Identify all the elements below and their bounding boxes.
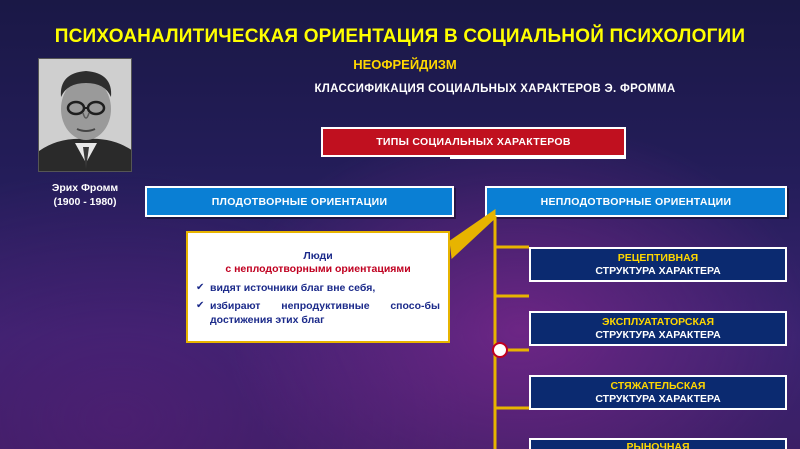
character-type-name: РЕЦЕПТИВНАЯ bbox=[617, 251, 699, 264]
callout-list-item: ✔ избирают непродуктивные спосо-бы достиж… bbox=[196, 299, 440, 327]
slide-title: ПСИХОАНАЛИТИЧЕСКАЯ ОРИЕНТАЦИЯ В СОЦИАЛЬН… bbox=[54, 26, 746, 47]
callout-bullet-text: избирают непродуктивные спосо-бы достиже… bbox=[210, 300, 440, 326]
nonproductive-orientations-box: НЕПЛОДОТВОРНЫЕ ОРИЕНТАЦИИ bbox=[485, 186, 787, 217]
portrait-illustration bbox=[39, 59, 131, 171]
character-type-marketing: РЫНОЧНАЯ bbox=[529, 438, 787, 449]
classification-heading: КЛАССИФИКАЦИЯ СОЦИАЛЬНЫХ ХАРАКТЕРОВ Э. Ф… bbox=[314, 83, 676, 95]
character-type-name: РЫНОЧНАЯ bbox=[626, 441, 690, 449]
callout-list-item: ✔ видят источники благ вне себя, bbox=[196, 281, 440, 295]
productive-orientations-box: ПЛОДОТВОРНЫЕ ОРИЕНТАЦИИ bbox=[145, 186, 454, 217]
callout-box: Люди с неплодотворными ориентациями ✔ вид… bbox=[186, 231, 450, 343]
character-type-sub: СТРУКТУРА ХАРАКТЕРА bbox=[595, 328, 721, 341]
callout-bullet-text: видят источники благ вне себя, bbox=[210, 282, 376, 294]
checkmark-icon: ✔ bbox=[196, 282, 205, 293]
callout-pointer bbox=[449, 209, 496, 260]
portrait-photo bbox=[38, 58, 132, 172]
checkmark-icon: ✔ bbox=[196, 300, 205, 311]
character-type-name: ЭКСПЛУАТАТОРСКАЯ bbox=[601, 315, 715, 328]
types-header-box: ТИПЫ СОЦИАЛЬНЫХ ХАРАКТЕРОВ bbox=[321, 127, 626, 157]
character-type-sub: СТРУКТУРА ХАРАКТЕРА bbox=[595, 392, 721, 405]
character-type-exploitative: ЭКСПЛУАТАТОРСКАЯ СТРУКТУРА ХАРАКТЕРА bbox=[529, 311, 787, 346]
character-type-receptive: РЕЦЕПТИВНАЯ СТРУКТУРА ХАРАКТЕРА bbox=[529, 247, 787, 282]
junction-circle bbox=[492, 342, 508, 358]
character-type-name: СТЯЖАТЕЛЬСКАЯ bbox=[610, 379, 706, 392]
portrait-caption: Эрих Фромм (1900 - 1980) bbox=[30, 181, 140, 209]
portrait-name: Эрих Фромм bbox=[51, 182, 119, 194]
portrait-years: (1900 - 1980) bbox=[53, 196, 117, 208]
callout-heading-2: с неплодотворными ориентациями bbox=[225, 263, 411, 275]
slide-subtitle: НЕОФРЕЙДИЗМ bbox=[353, 57, 457, 72]
callout-list: ✔ видят источники благ вне себя, ✔ избираю… bbox=[196, 281, 440, 327]
character-type-sub: СТРУКТУРА ХАРАКТЕРА bbox=[595, 264, 721, 277]
types-underline bbox=[450, 157, 626, 159]
character-type-hoarding: СТЯЖАТЕЛЬСКАЯ СТРУКТУРА ХАРАКТЕРА bbox=[529, 375, 787, 410]
callout-heading-1: Люди bbox=[303, 250, 333, 262]
